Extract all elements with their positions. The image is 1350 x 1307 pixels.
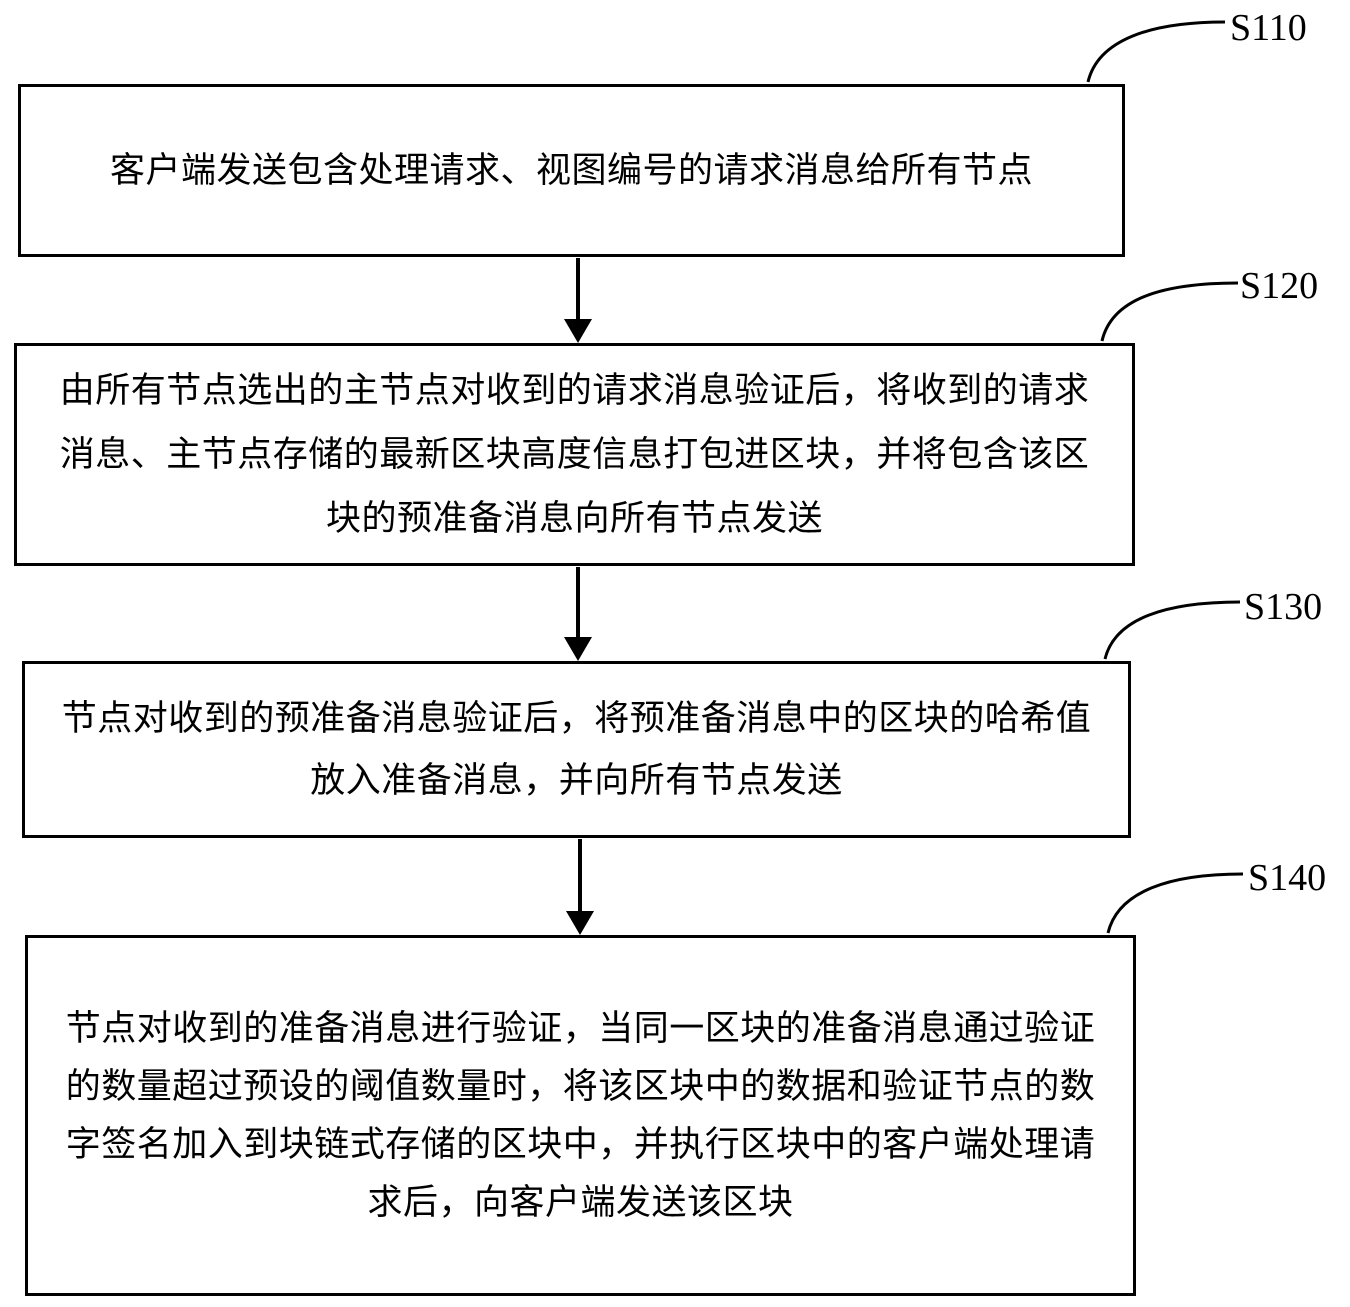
arrow-s110-to-s120-head xyxy=(564,319,592,343)
step-box-s120: 由所有节点选出的主节点对收到的请求消息验证后，将收到的请求消息、主节点存储的最新… xyxy=(14,343,1135,566)
arrow-s120-to-s130-head xyxy=(564,637,592,661)
step-label-s140: S140 xyxy=(1248,857,1327,899)
step-label-s110: S110 xyxy=(1230,7,1307,49)
leader-curve-s120 xyxy=(1100,281,1239,342)
step-text-s110: 客户端发送包含处理请求、视图编号的请求消息给所有节点 xyxy=(109,150,1033,191)
step-label-s120: S120 xyxy=(1240,265,1319,307)
step-box-s140: 节点对收到的准备消息进行验证，当同一区块的准备消息通过验证的数量超过预设的阈值数… xyxy=(25,935,1136,1296)
leader-curve-s130 xyxy=(1103,600,1241,660)
arrow-s130-to-s140-head xyxy=(566,911,594,935)
step-text-s130: 节点对收到的预准备消息验证后，将预准备消息中的区块的哈希值放入准备消息，并向所有… xyxy=(61,698,1092,801)
step-box-s110: 客户端发送包含处理请求、视图编号的请求消息给所有节点 xyxy=(18,84,1125,257)
leader-curve-s140 xyxy=(1106,872,1244,934)
step-box-s130: 节点对收到的预准备消息验证后，将预准备消息中的区块的哈希值放入准备消息，并向所有… xyxy=(22,661,1131,838)
step-text-s140: 节点对收到的准备消息进行验证，当同一区块的准备消息通过验证的数量超过预设的阈值数… xyxy=(65,1008,1096,1223)
leader-curve-s110 xyxy=(1086,20,1226,83)
step-label-s130: S130 xyxy=(1244,586,1323,628)
step-text-s120: 由所有节点选出的主节点对收到的请求消息验证后，将收到的请求消息、主节点存储的最新… xyxy=(59,370,1090,539)
